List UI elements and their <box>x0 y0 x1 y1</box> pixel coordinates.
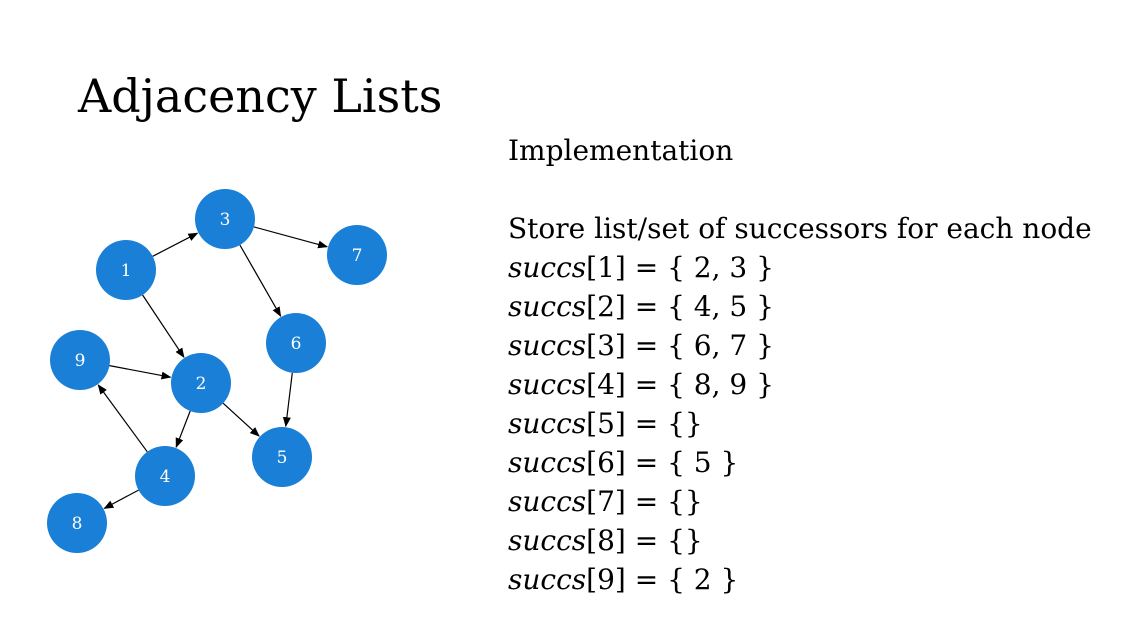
succs-name: succs <box>508 290 587 323</box>
succs-value: = {} <box>625 407 703 440</box>
succs-index: [9] <box>586 563 626 596</box>
succs-name: succs <box>508 524 587 557</box>
node-label: 4 <box>160 467 171 487</box>
graph-node-2: 2 <box>171 353 231 413</box>
node-label: 2 <box>196 374 207 394</box>
succs-value: = { 2 } <box>625 563 739 596</box>
node-label: 7 <box>352 246 363 266</box>
graph-node-9: 9 <box>50 330 110 390</box>
successor-line: succs[5] = {} <box>508 404 1092 443</box>
succs-name: succs <box>508 485 587 518</box>
edge-6-to-5 <box>282 372 293 428</box>
edge-2-to-4 <box>175 410 191 449</box>
edge-4-to-9 <box>97 384 148 453</box>
succs-name: succs <box>508 368 587 401</box>
succs-name: succs <box>508 563 587 596</box>
succs-value: = {} <box>625 524 703 557</box>
graph-node-8: 8 <box>47 493 107 553</box>
node-label: 8 <box>72 514 83 534</box>
node-circle <box>252 427 312 487</box>
successor-line: succs[6] = { 5 } <box>508 443 1092 482</box>
succs-index: [3] <box>586 329 626 362</box>
succs-index: [4] <box>586 368 626 401</box>
succs-name: succs <box>508 446 587 479</box>
node-label: 1 <box>121 261 132 281</box>
node-circle <box>135 446 195 506</box>
node-circle <box>50 330 110 390</box>
edge-2-to-5 <box>222 402 260 437</box>
node-circle <box>96 240 156 300</box>
edge-3-to-7 <box>253 226 329 249</box>
node-label: 5 <box>277 448 288 468</box>
succs-value: = { 5 } <box>625 446 739 479</box>
successor-line: succs[2] = { 4, 5 } <box>508 287 1092 326</box>
node-circle <box>195 189 255 249</box>
edges-layer <box>97 226 329 509</box>
edge-9-to-2 <box>109 365 172 380</box>
succs-name: succs <box>508 329 587 362</box>
directed-graph-diagram: 1 2 3 4 5 6 7 8 9 <box>0 0 560 633</box>
successor-list: succs[1] = { 2, 3 }succs[2] = { 4, 5 }su… <box>508 248 1092 599</box>
nodes-layer: 1 2 3 4 5 6 7 8 9 <box>47 189 387 553</box>
implementation-description: Store list/set of successors for each no… <box>508 212 1092 245</box>
edge-1-to-3 <box>152 232 199 257</box>
node-circle <box>171 353 231 413</box>
graph-canvas: 1 2 3 4 5 6 7 8 9 <box>47 189 387 553</box>
implementation-heading: Implementation <box>508 134 734 167</box>
node-label: 9 <box>75 351 86 371</box>
succs-index: [8] <box>586 524 626 557</box>
graph-node-3: 3 <box>195 189 255 249</box>
succs-index: [7] <box>586 485 626 518</box>
graph-node-6: 6 <box>266 313 326 373</box>
edge-3-to-6 <box>239 244 282 317</box>
implementation-panel: Implementation Store list/set of success… <box>508 131 1092 599</box>
edge-4-to-8 <box>103 489 139 509</box>
successor-line: succs[3] = { 6, 7 } <box>508 326 1092 365</box>
node-label: 6 <box>291 334 302 354</box>
spacer <box>508 170 1092 209</box>
slide-title: Adjacency Lists <box>78 69 443 123</box>
succs-index: [6] <box>586 446 626 479</box>
succs-value: = { 8, 9 } <box>625 368 774 401</box>
succs-name: succs <box>508 251 587 284</box>
node-circle <box>47 493 107 553</box>
successor-line: succs[4] = { 8, 9 } <box>508 365 1092 404</box>
succs-index: [5] <box>586 407 626 440</box>
succs-index: [1] <box>586 251 626 284</box>
graph-node-7: 7 <box>327 225 387 285</box>
successor-line: succs[9] = { 2 } <box>508 560 1092 599</box>
edge-1-to-2 <box>142 294 185 359</box>
succs-value: = { 6, 7 } <box>625 329 774 362</box>
succs-value: = { 4, 5 } <box>625 290 774 323</box>
successor-line: succs[1] = { 2, 3 } <box>508 248 1092 287</box>
successor-line: succs[7] = {} <box>508 482 1092 521</box>
node-circle <box>327 225 387 285</box>
succs-value: = { 2, 3 } <box>625 251 774 284</box>
succs-name: succs <box>508 407 587 440</box>
successor-line: succs[8] = {} <box>508 521 1092 560</box>
graph-node-5: 5 <box>252 427 312 487</box>
graph-node-4: 4 <box>135 446 195 506</box>
graph-node-1: 1 <box>96 240 156 300</box>
succs-index: [2] <box>586 290 626 323</box>
node-circle <box>266 313 326 373</box>
succs-value: = {} <box>625 485 703 518</box>
node-label: 3 <box>220 210 231 230</box>
